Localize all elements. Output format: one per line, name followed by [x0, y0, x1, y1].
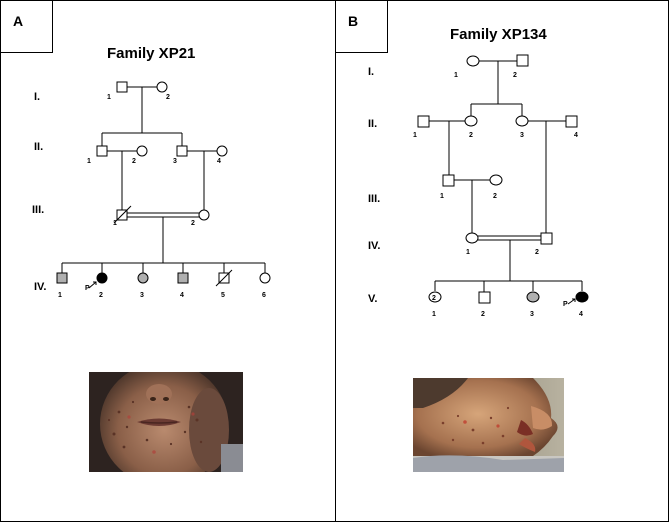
b-num-iv2: 2	[535, 249, 539, 256]
b-i1-female	[466, 55, 480, 67]
a-iv2-female-affected	[96, 272, 108, 284]
a-num-ii4: 4	[217, 158, 221, 165]
b-iv1-female	[465, 232, 479, 244]
b-ii2-female	[464, 115, 478, 127]
a-ii2-female	[136, 145, 148, 157]
b-num-v2: 2	[481, 311, 485, 318]
b-num-iii1: 1	[440, 193, 444, 200]
b-gen-i: I.	[368, 66, 374, 78]
a-num-i2: 2	[166, 94, 170, 101]
b-proband-arrow	[567, 298, 576, 305]
panel-a-letter: A	[13, 13, 24, 29]
a-num-iv1: 1	[58, 292, 62, 299]
panel-b-label-box: B	[336, 1, 388, 53]
b-v3-female-grey	[526, 291, 540, 303]
a-proband-marker: P	[85, 285, 90, 292]
b-ii3-female	[515, 115, 529, 127]
b-num-iii2: 2	[493, 193, 497, 200]
panel-a: A Family XP21	[0, 0, 336, 522]
pedigree-xp21: P I. II. III. IV. 1 2 1 2 3 4 1 2 1 2 3 …	[32, 81, 271, 299]
a-ii3-male	[176, 145, 188, 157]
a-gen-iv: IV.	[34, 281, 46, 293]
b-num-ii1: 1	[413, 132, 417, 139]
b-num-v4: 4	[579, 311, 583, 318]
b-num-ii3: 3	[520, 132, 524, 139]
a-iv1-male-grey	[56, 272, 68, 284]
a-num-ii3: 3	[173, 158, 177, 165]
panel-a-label-box: A	[1, 1, 53, 53]
family-xp134-title: Family XP134	[450, 26, 547, 43]
a-ii4-female	[216, 145, 228, 157]
b-v2-male	[478, 291, 491, 304]
clinical-photo-face-profile	[413, 378, 564, 472]
a-i2-female	[156, 81, 168, 93]
a-num-iii2: 2	[191, 220, 195, 227]
b-num-ii2: 2	[469, 132, 473, 139]
a-num-ii2: 2	[132, 158, 136, 165]
a-i1-male	[116, 81, 128, 93]
a-iv4-male-grey	[177, 272, 189, 284]
pedigree-xp134: 2 P I. II. III. IV. V. 1 2 1 2 3 4 1 2 1…	[368, 54, 589, 318]
b-iv2-male	[540, 232, 553, 245]
b-i2-male	[516, 54, 529, 67]
a-iii2-female	[198, 209, 210, 221]
a-num-ii1: 1	[87, 158, 91, 165]
family-xp21-title: Family XP21	[107, 45, 196, 62]
a-proband-arrow	[88, 281, 97, 289]
a-num-iv3: 3	[140, 292, 144, 299]
b-ii1-male	[417, 115, 430, 128]
panel-b: B Family XP134	[335, 0, 669, 522]
b-num-i2: 2	[513, 72, 517, 79]
a-num-iv6: 6	[262, 292, 266, 299]
a-iv3-female-grey	[137, 272, 149, 284]
a-num-iii1: 1	[113, 220, 117, 227]
a-gen-iii: III.	[32, 204, 44, 216]
b-iii1-male	[442, 174, 455, 187]
b-v1-inner-number: 2	[432, 295, 436, 302]
a-ii1-male	[96, 145, 108, 157]
b-ii4-male	[565, 115, 578, 128]
b-proband-marker: P	[563, 301, 568, 308]
b-v1-female-numbered	[428, 291, 442, 303]
a-num-iv4: 4	[180, 292, 184, 299]
b-num-v1: 1	[432, 311, 436, 318]
b-num-v3: 3	[530, 311, 534, 318]
b-v4-female-affected	[575, 291, 589, 303]
b-num-iv1: 1	[466, 249, 470, 256]
panel-b-letter: B	[348, 13, 359, 29]
a-iv6-female	[259, 272, 271, 284]
b-gen-v: V.	[368, 293, 377, 305]
a-gen-ii: II.	[34, 141, 43, 153]
clinical-photo-face	[89, 372, 243, 472]
b-gen-ii: II.	[368, 118, 377, 130]
b-gen-iii: III.	[368, 193, 380, 205]
b-iii2-female	[489, 174, 503, 186]
a-num-i1: 1	[107, 94, 111, 101]
b-gen-iv: IV.	[368, 240, 380, 252]
a-gen-i: I.	[34, 91, 40, 103]
b-num-ii4: 4	[574, 132, 578, 139]
a-num-iv2: 2	[99, 292, 103, 299]
b-num-i1: 1	[454, 72, 458, 79]
a-num-iv5: 5	[221, 292, 225, 299]
